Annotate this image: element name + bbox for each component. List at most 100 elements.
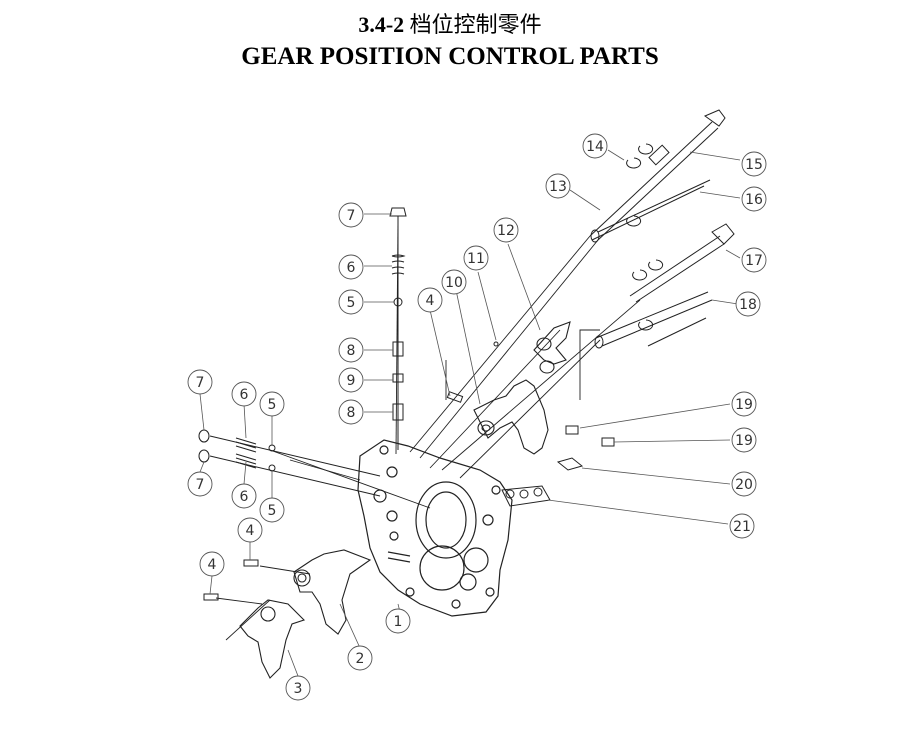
section-number: 3.4-2 xyxy=(358,12,405,37)
callout-label: 17 xyxy=(745,253,763,269)
callout-label: 8 xyxy=(347,405,356,421)
callout-label: 20 xyxy=(735,477,753,493)
callout-circle xyxy=(417,287,443,313)
callout-c15: 15 xyxy=(741,151,767,177)
callout-c7c: 7 xyxy=(187,471,213,497)
callout-label: 2 xyxy=(356,651,365,667)
callout-circle xyxy=(338,399,364,425)
callout-c7b: 7 xyxy=(187,369,213,395)
circlip-14 xyxy=(626,143,664,331)
callout-label: 1 xyxy=(394,614,403,630)
callout-label: 21 xyxy=(733,519,751,535)
page-title-en: GEAR POSITION CONTROL PARTS xyxy=(241,43,659,70)
pin-11 xyxy=(493,341,499,347)
callout-label: 6 xyxy=(347,260,356,276)
callout-label: 18 xyxy=(739,297,757,313)
callout-circle xyxy=(441,269,467,295)
callout-c12: 12 xyxy=(493,217,519,243)
shift-shaft-17 xyxy=(629,223,735,303)
callout-c5a: 5 xyxy=(338,289,364,315)
callout-c6a: 6 xyxy=(338,254,364,280)
callout-c20: 20 xyxy=(731,471,757,497)
shift-shaft-15 xyxy=(589,109,726,241)
callout-label: 6 xyxy=(240,387,249,403)
callout-label: 4 xyxy=(426,293,435,309)
callout-circle xyxy=(741,151,767,177)
callout-circle xyxy=(731,427,757,453)
callout-c16: 16 xyxy=(741,186,767,212)
callout-circle xyxy=(741,186,767,212)
callout-circle xyxy=(285,675,311,701)
callout-circle xyxy=(187,471,213,497)
callout-circle xyxy=(582,133,608,159)
callout-circle xyxy=(237,517,263,543)
shift-shaft-16 xyxy=(590,179,711,243)
callout-label: 7 xyxy=(347,208,356,224)
callout-circle xyxy=(731,391,757,417)
callout-c4a: 4 xyxy=(417,287,443,313)
callout-c19b: 19 xyxy=(731,427,757,453)
callout-label: 13 xyxy=(549,179,567,195)
callout-c9: 9 xyxy=(338,367,364,393)
callout-c17: 17 xyxy=(741,247,767,273)
shift-fork-3 xyxy=(239,599,306,679)
shift-fork-12 xyxy=(533,321,571,374)
housing-1 xyxy=(357,439,513,617)
callout-circle xyxy=(187,369,213,395)
callout-c3: 3 xyxy=(285,675,311,701)
callout-circle xyxy=(259,391,285,417)
callout-circle xyxy=(385,608,411,634)
callout-c5b: 5 xyxy=(259,391,285,417)
callout-circle xyxy=(338,254,364,280)
callout-c13: 13 xyxy=(545,173,571,199)
callout-label: 14 xyxy=(586,139,604,155)
callout-circle xyxy=(741,247,767,273)
callout-c2: 2 xyxy=(347,645,373,671)
title-chinese: 档位控制零件 xyxy=(409,12,542,37)
callout-c10: 10 xyxy=(441,269,467,295)
callout-circle xyxy=(731,471,757,497)
callout-c7a: 7 xyxy=(338,202,364,228)
callout-circle xyxy=(231,381,257,407)
callout-c8a: 8 xyxy=(338,337,364,363)
pin-4 xyxy=(203,391,464,601)
callout-c4b: 4 xyxy=(237,517,263,543)
callout-label: 3 xyxy=(294,681,303,697)
callout-group: 1514131617181211104765898765765191920214… xyxy=(187,133,767,701)
callout-c6b: 6 xyxy=(231,381,257,407)
callout-label: 12 xyxy=(497,223,515,239)
shift-fork-10 xyxy=(473,379,549,455)
callout-circle xyxy=(729,513,755,539)
callout-circle xyxy=(463,245,489,271)
callout-c8b: 8 xyxy=(338,399,364,425)
callout-label: 19 xyxy=(735,397,753,413)
callout-label: 9 xyxy=(347,373,356,389)
callout-c18: 18 xyxy=(735,291,761,317)
plate-20 xyxy=(556,457,584,471)
callout-label: 5 xyxy=(347,295,356,311)
callout-label: 19 xyxy=(735,433,753,449)
page-title-cn: 3.4-2 档位控制零件 xyxy=(0,8,900,42)
shift-fork-2 xyxy=(293,549,372,635)
callout-circle xyxy=(493,217,519,243)
callout-circle xyxy=(338,337,364,363)
callout-label: 4 xyxy=(246,523,255,539)
callout-circle xyxy=(231,483,257,509)
callout-c6c: 6 xyxy=(231,483,257,509)
callout-label: 5 xyxy=(268,397,277,413)
callout-c4c: 4 xyxy=(199,551,225,577)
callout-label: 5 xyxy=(268,503,277,519)
callout-circle xyxy=(545,173,571,199)
callout-label: 6 xyxy=(240,489,249,505)
callout-label: 16 xyxy=(745,192,763,208)
callout-label: 8 xyxy=(347,343,356,359)
detent-stack-vertical xyxy=(389,207,407,450)
screw-19 xyxy=(565,425,615,447)
callout-label: 7 xyxy=(196,375,205,391)
callout-circle xyxy=(338,289,364,315)
callout-c14: 14 xyxy=(582,133,608,159)
callout-c19a: 19 xyxy=(731,391,757,417)
shift-shaft-18 xyxy=(594,291,713,349)
callout-c1: 1 xyxy=(385,608,411,634)
